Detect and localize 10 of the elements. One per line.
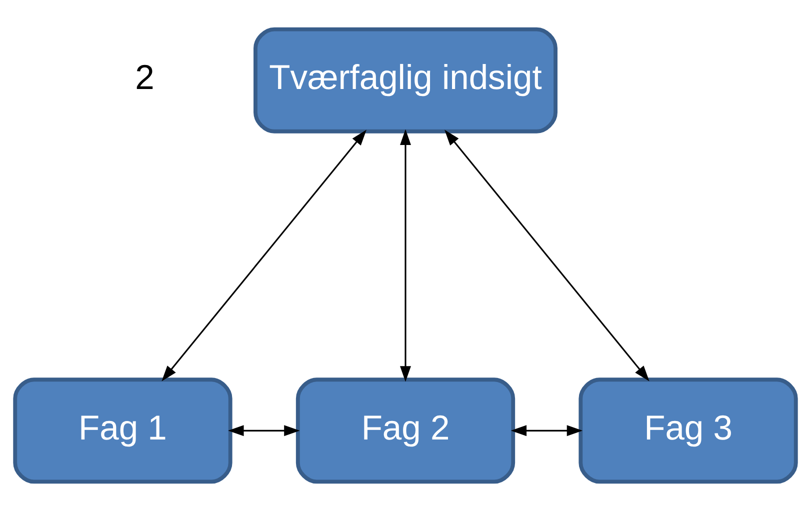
arrow: [162, 130, 366, 382]
node-box: Tværfaglig indsigt: [254, 27, 558, 134]
node-box: Fag 3: [578, 378, 798, 484]
node-box: Fag 2: [296, 378, 516, 484]
node-box: Fag 1: [13, 378, 232, 484]
arrow: [444, 130, 650, 382]
arrow: [400, 129, 411, 382]
label: 2: [135, 59, 154, 98]
arrow: [510, 425, 583, 436]
arrow: [228, 425, 300, 436]
